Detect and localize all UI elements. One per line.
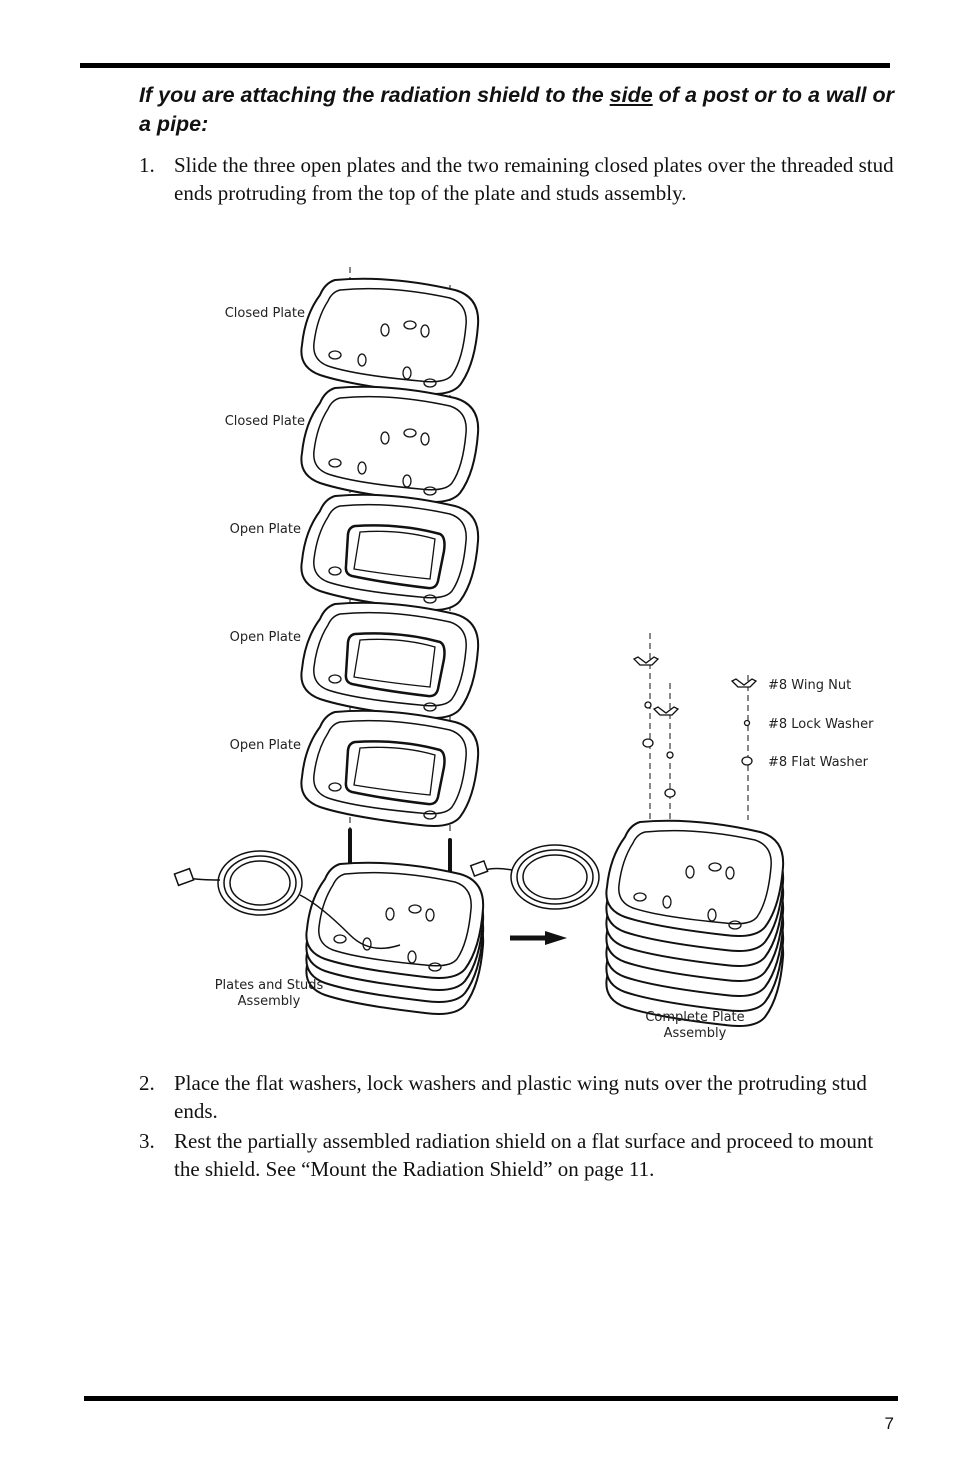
label-plates-studs-2: Assembly: [238, 994, 301, 1009]
step-3: 3. Rest the partially assembled radiatio…: [139, 1127, 899, 1183]
step-number: 1.: [139, 153, 155, 177]
label-flat-washer: #8 Flat Washer: [768, 755, 869, 770]
step-2: 2. Place the flat washers, lock washers …: [139, 1069, 899, 1125]
step-number: 2.: [139, 1071, 155, 1095]
label-complete-1: Complete Plate: [645, 1010, 744, 1025]
label-plates-studs-1: Plates and Studs: [215, 978, 324, 993]
page-number: 7: [884, 1414, 894, 1433]
bottom-rule: [84, 1396, 898, 1401]
step-text: Rest the partially assembled radiation s…: [174, 1129, 874, 1181]
label-open-plate-1: Open Plate: [230, 522, 301, 537]
label-closed-plate-1: Closed Plate: [225, 306, 305, 321]
heading-text-after: of a post or to a wall or a pipe:: [139, 83, 895, 136]
label-complete-2: Assembly: [664, 1026, 727, 1041]
label-closed-plate-2: Closed Plate: [225, 414, 305, 429]
heading-text-before: If you are attaching the radiation shiel…: [139, 83, 610, 107]
step-1: 1. Slide the three open plates and the t…: [139, 151, 899, 207]
label-lock-washer: #8 Lock Washer: [768, 717, 874, 732]
top-rule: [80, 63, 890, 68]
label-open-plate-3: Open Plate: [230, 738, 301, 753]
section-heading: If you are attaching the radiation shiel…: [139, 81, 899, 139]
label-wing-nut: #8 Wing Nut: [768, 678, 851, 693]
step-number: 3.: [139, 1129, 155, 1153]
step-text: Slide the three open plates and the two …: [174, 153, 894, 205]
assembly-illustration: Closed Plate Closed Plate Open Plate Ope…: [173, 267, 874, 1041]
label-open-plate-2: Open Plate: [230, 630, 301, 645]
step-text: Place the flat washers, lock washers and…: [174, 1071, 867, 1123]
heading-text-underlined: side: [609, 83, 653, 107]
